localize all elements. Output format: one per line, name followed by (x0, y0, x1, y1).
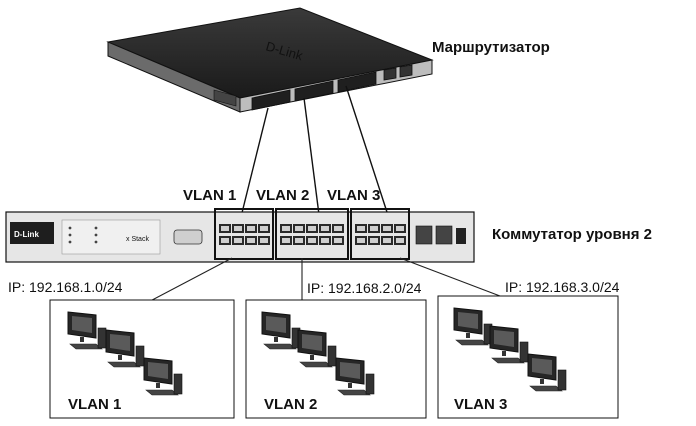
vlan2-box: VLAN 2 (245, 299, 427, 419)
router-device: D-Link (106, 7, 434, 113)
vlan1-port-group (214, 208, 274, 260)
vlan3-ip: IP: 192.168.3.0/24 (505, 279, 620, 295)
vlan2-box-label: VLAN 2 (264, 396, 317, 413)
switch-logo: D-Link (14, 230, 39, 239)
vlan2-port-group (275, 208, 349, 260)
router-ports (251, 64, 413, 111)
switch-stack-text: x Stack (126, 236, 149, 243)
vlan1-box: VLAN 1 (49, 299, 235, 419)
vlan1-box-label: VLAN 1 (68, 396, 121, 413)
vlan2-group-label: VLAN 2 (256, 187, 309, 204)
switch-device: D-Link x Stack (5, 208, 475, 263)
vlan3-box-label: VLAN 3 (454, 396, 507, 413)
vlan1-ip: IP: 192.168.1.0/24 (8, 279, 123, 295)
switch-label: Коммутатор уровня 2 (492, 226, 652, 243)
vlan2-ip: IP: 192.168.2.0/24 (307, 280, 422, 296)
vlan3-group-label: VLAN 3 (327, 187, 380, 204)
vlan3-port-group (350, 208, 410, 260)
router-label: Маршрутизатор (432, 39, 550, 56)
vlan1-group-label: VLAN 1 (183, 187, 236, 204)
vlan3-box: VLAN 3 (437, 295, 619, 419)
